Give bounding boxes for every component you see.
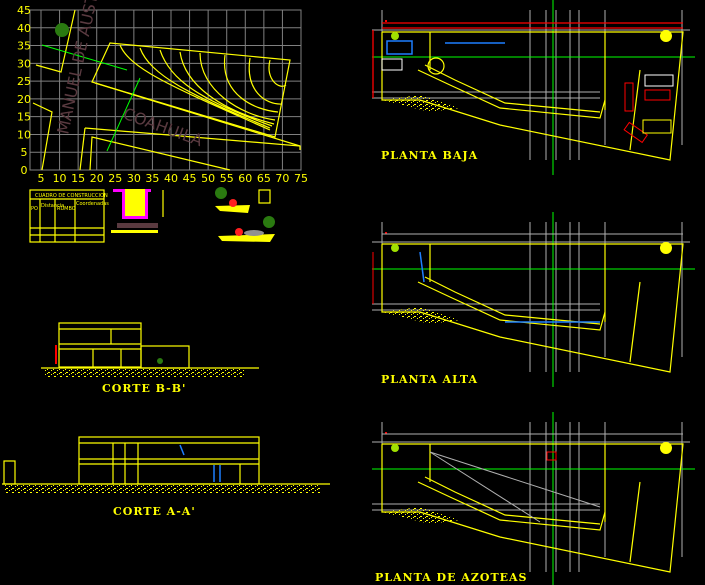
section-b-b-title: CORTE B-B'	[102, 382, 186, 395]
x-tick-label: 35	[145, 172, 159, 185]
ground-floor-plan: PLANTA BAJA	[371, 0, 696, 176]
street-label-coahuila: COAHUILA	[121, 104, 206, 150]
upper-floor-title: PLANTA ALTA	[381, 373, 478, 386]
y-tick-label: 0	[21, 164, 28, 177]
y-tick-label: 40	[17, 22, 31, 35]
car-icon	[624, 82, 634, 112]
y-tick-label: 5	[21, 146, 28, 159]
table-header: PO	[31, 206, 38, 212]
x-tick-label: 20	[90, 172, 104, 185]
section-a-a: CORTE A-A'	[2, 436, 330, 518]
car-icon	[386, 40, 413, 55]
y-axis-ticks: 0 5 10 15 20 25 30 35 40 45	[17, 4, 31, 177]
y-tick-label: 45	[17, 4, 31, 17]
roof-plan-title: PLANTA DE AZOTEAS	[375, 571, 528, 584]
x-tick-label: 60	[238, 172, 252, 185]
x-tick-label: 75	[294, 172, 308, 185]
lot-outline	[91, 42, 291, 138]
car-icon	[381, 58, 403, 71]
y-tick-label: 30	[17, 57, 31, 70]
table-title: CUADRO DE CONSTRUCCION	[35, 193, 108, 199]
x-tick-label: 65	[257, 172, 271, 185]
roof-plan: PLANTA DE AZOTEAS	[371, 411, 696, 585]
car-icon	[623, 121, 649, 144]
y-tick-label: 15	[17, 111, 31, 124]
section-a-a-title: CORTE A-A'	[113, 505, 196, 518]
x-tick-label: 5	[38, 172, 45, 185]
x-tick-label: 50	[201, 172, 215, 185]
y-tick-label: 20	[17, 93, 31, 106]
section-b-b: CORTE B-B'	[41, 322, 259, 395]
x-axis-ticks: 5 10 15 20 25 30 35 40 45 50 55 60 65 70 75	[38, 172, 309, 185]
x-tick-label: 15	[71, 172, 85, 185]
x-tick-label: 25	[108, 172, 122, 185]
coordinate-grid	[29, 9, 302, 171]
y-tick-label: 25	[17, 75, 31, 88]
table-header: Coordenadas	[76, 201, 109, 207]
x-tick-label: 30	[127, 172, 141, 185]
y-tick-label: 10	[17, 128, 31, 141]
x-tick-label: 55	[220, 172, 234, 185]
x-tick-label: 40	[164, 172, 178, 185]
table-header: RUMBO	[57, 206, 76, 212]
y-tick-label: 35	[17, 40, 31, 53]
car-icon	[642, 119, 672, 134]
car-icon	[644, 74, 674, 87]
car-icon	[644, 89, 671, 101]
tree-icon	[55, 23, 69, 37]
x-tick-label: 10	[53, 172, 67, 185]
construction-table: CUADRO DE CONSTRUCCION PO Distancia RUMB…	[29, 189, 109, 243]
upper-floor-plan: PLANTA ALTA	[371, 211, 696, 388]
x-tick-label: 45	[183, 172, 197, 185]
table-header: Distancia	[41, 203, 64, 209]
ground-floor-title: PLANTA BAJA	[381, 149, 478, 162]
construction-details	[111, 187, 275, 242]
x-tick-label: 70	[275, 172, 289, 185]
